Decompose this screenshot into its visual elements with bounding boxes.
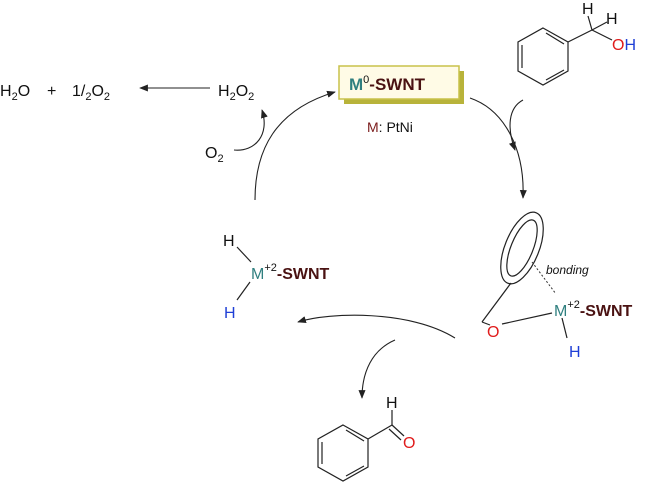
substrate-h2-bond [591, 21, 608, 31]
oxygen-input-label: O2 [205, 145, 224, 165]
peroxide-h: H [218, 83, 230, 100]
byproduct-water-o: O [18, 83, 30, 100]
substrate-ring-double-2 [545, 32, 565, 45]
intermediate-metal-complex: M+2-SWNT [554, 299, 633, 320]
product-ring-double-3 [345, 465, 365, 477]
hydride-metal-complex: M+2-SWNT [251, 262, 330, 283]
peroxide-o-sub: 2 [248, 91, 254, 103]
byproduct-half: 1/ [72, 83, 86, 100]
intermediate-metal: M [554, 303, 567, 320]
intermediate-bonding-label: bonding [546, 263, 589, 277]
substrate-h1-bond [587, 15, 593, 31]
hydride-bottom-bond [236, 281, 251, 301]
alkoxide-intermediate-structure [481, 211, 568, 339]
cycle-substrate-arrow [469, 97, 527, 199]
intermediate-om-bond [501, 312, 553, 325]
product-ring-double-2 [345, 429, 365, 442]
intermediate-ch2-bond [481, 282, 512, 323]
substrate-co-bond [591, 29, 613, 41]
substrate-hydroxyl-h: H [624, 37, 636, 54]
catalyst-box: M0-SWNT [338, 65, 464, 104]
peroxide-h-sub: 2 [230, 91, 236, 103]
product-release-arrow [358, 339, 396, 399]
oxygen-input-sub: 2 [217, 153, 223, 165]
substrate-ring [517, 27, 569, 86]
hydride-metal: M [251, 266, 264, 283]
benzyl-alcohol-structure [517, 15, 613, 86]
catalyst-note-value: : PtNi [379, 119, 413, 135]
intermediate-charge: +2 [567, 299, 580, 311]
hydride-top-bond [236, 246, 252, 263]
substrate-hydroxyl: OH [612, 37, 636, 54]
catalyst-note: M: PtNi [367, 119, 413, 135]
substrate-h2: H [606, 11, 618, 28]
substrate-ring-double-3 [545, 69, 565, 81]
benzaldehyde-structure [317, 410, 405, 482]
product-aldehyde-o: O [403, 435, 415, 452]
hydride-support: -SWNT [277, 266, 330, 283]
intermediate-oxygen: O [487, 324, 499, 341]
hydride-bottom-h: H [224, 305, 236, 322]
product-cho-bond [367, 424, 393, 440]
intermediate-ring-inner [506, 219, 538, 277]
cycle-regeneration-arrow [254, 90, 336, 201]
substrate-ch2-bond [567, 29, 593, 43]
intermediate-pi-bonding-line [531, 261, 557, 295]
intermediate-ring-outer [500, 211, 544, 285]
product-ring [317, 424, 369, 482]
byproduct-water-sub: 2 [12, 91, 18, 103]
product-co-bond-1 [391, 424, 405, 437]
substrate-h1: H [582, 1, 594, 18]
catalyst-oxidation: 0 [363, 74, 369, 86]
byproduct-water-h: H [0, 83, 12, 100]
peroxide-o: O [236, 83, 248, 100]
byproduct-equation: H2O+1/2O2 [0, 83, 110, 103]
catalyst-box-frame [338, 65, 460, 100]
catalyst-metal: M [349, 75, 363, 94]
metal-hydride-structure [236, 246, 252, 301]
substrate-entry-arrow [508, 99, 524, 151]
oxygen-to-peroxide-arrow [233, 109, 268, 151]
catalyst-label: M0-SWNT [349, 74, 426, 94]
catalyst-support: -SWNT [369, 75, 425, 94]
oxygen-input-o: O [205, 145, 217, 162]
product-co-bond-2 [388, 428, 402, 441]
intermediate-support: -SWNT [580, 303, 633, 320]
intermediate-hydrogen: H [569, 344, 581, 361]
peroxide-label: H2O2 [218, 83, 254, 103]
byproduct-oxygen: O [91, 83, 103, 100]
cycle-hydride-arrow [297, 314, 456, 339]
intermediate-mh-bond [561, 317, 568, 339]
byproduct-plus: + [47, 83, 56, 100]
byproduct-half-den: 2 [85, 91, 91, 103]
intermediate-co-bond [481, 321, 491, 326]
hydride-top-h: H [223, 233, 235, 250]
hydride-charge: +2 [264, 262, 277, 274]
product-aldehyde-h: H [386, 395, 398, 412]
catalyst-note-metal: M [367, 119, 379, 135]
byproduct-oxygen-sub: 2 [104, 91, 110, 103]
substrate-hydroxyl-o: O [612, 37, 624, 54]
